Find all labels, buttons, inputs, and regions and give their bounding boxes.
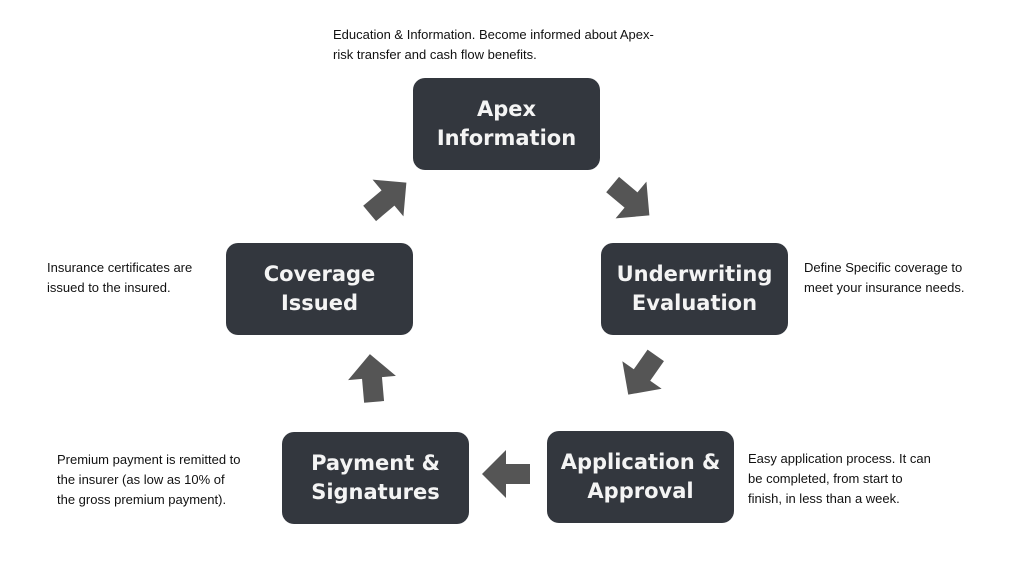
step-title: Approval (587, 479, 694, 503)
step-payment-signatures: Payment & Signatures (282, 432, 469, 524)
note-line: Insurance certificates are (47, 260, 193, 275)
note-line: be completed, from start to (748, 471, 903, 486)
note-line: meet your insurance needs. (804, 280, 965, 295)
arrow-up-icon (348, 354, 396, 403)
step-underwriting-evaluation: Underwriting Evaluation (601, 243, 788, 335)
step-coverage-issued: Coverage Issued (226, 243, 413, 335)
step-title: Information (436, 126, 577, 150)
note-line: the gross premium payment). (57, 492, 227, 507)
arrow-down-left-icon (622, 349, 664, 395)
note-underwriting: Define Specific coverage to meet your in… (804, 258, 964, 298)
step-title: Underwriting (616, 262, 773, 286)
step-title: Payment & (311, 451, 440, 475)
step-apex-information: Apex Information (413, 78, 600, 170)
note-line: Premium payment is remitted to (57, 452, 241, 467)
step-title: Signatures (311, 480, 440, 504)
step-title: Issued (280, 291, 359, 315)
step-title: Coverage (263, 262, 376, 286)
note-line: Easy application process. It can (748, 451, 931, 466)
note-line: risk transfer and cash flow benefits. (333, 47, 537, 62)
step-title: Evaluation (631, 291, 758, 315)
arrow-left-icon (482, 450, 530, 498)
note-coverage: Insurance certificates are issued to the… (47, 258, 192, 298)
arrow-down-right-icon (606, 176, 650, 219)
step-application-approval: Application & Approval (547, 431, 734, 523)
note-line: issued to the insured. (47, 280, 171, 295)
step-title: Apex (476, 97, 537, 121)
arrow-up-right-icon (363, 179, 407, 222)
note-line: Education & Information. Become informed… (333, 27, 654, 42)
note-apex-information: Education & Information. Become informed… (333, 25, 654, 65)
note-line: finish, in less than a week. (748, 491, 900, 506)
note-application: Easy application process. It can be comp… (748, 449, 931, 509)
step-title: Application & (560, 450, 721, 474)
note-payment: Premium payment is remitted to the insur… (57, 450, 241, 510)
note-line: Define Specific coverage to (804, 260, 963, 275)
note-line: the insurer (as low as 10% of (57, 472, 225, 487)
